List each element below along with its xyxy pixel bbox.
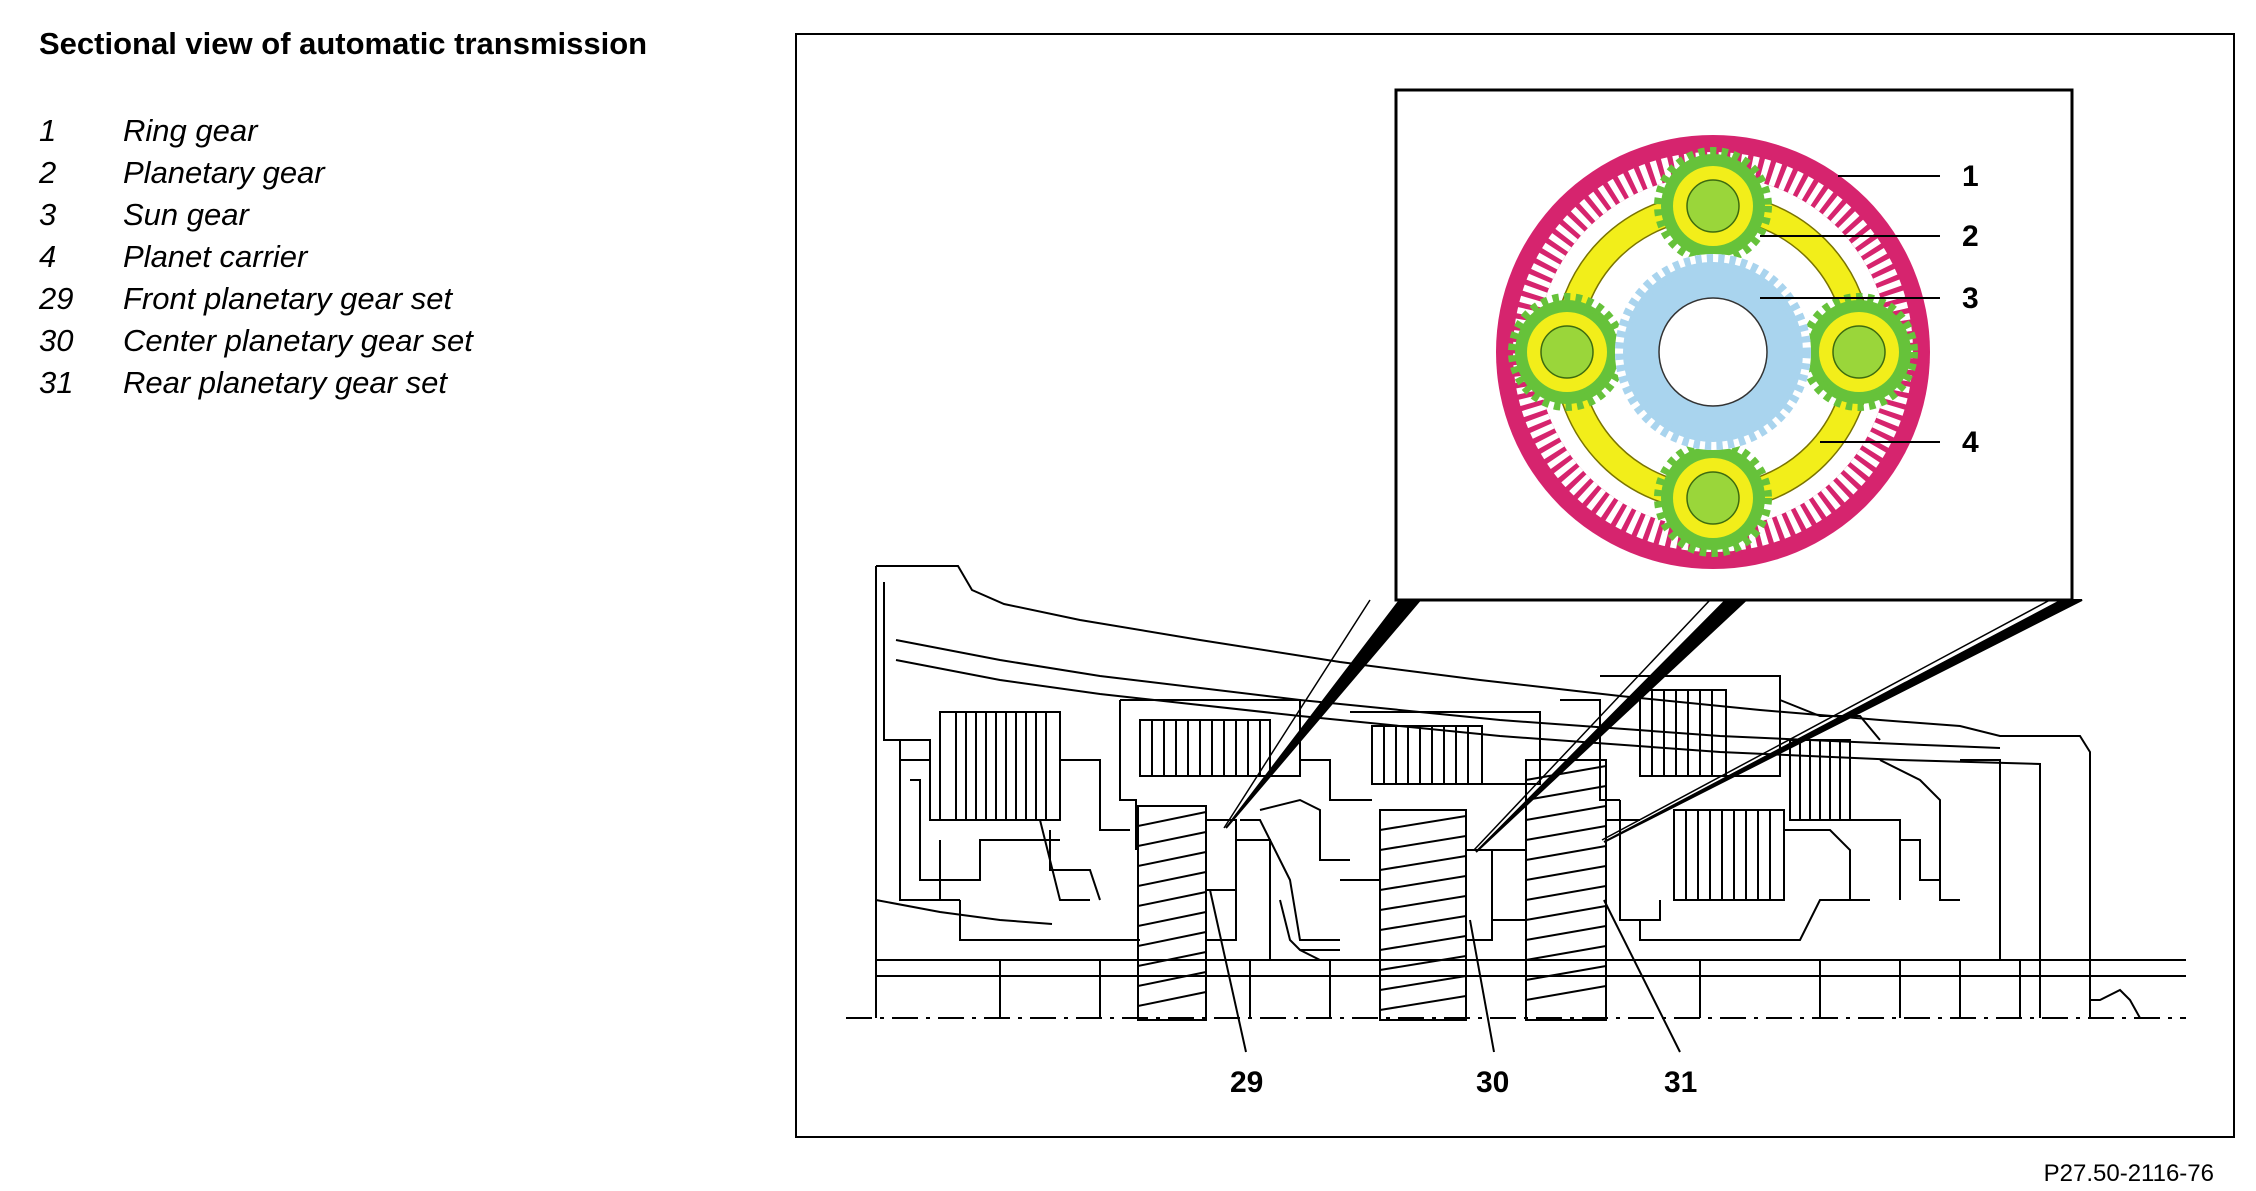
housing-outline <box>876 565 2091 1018</box>
figure-frame <box>795 33 2235 1138</box>
callout-2: 2 <box>1962 220 1979 253</box>
zoom-wedges <box>1225 599 2083 853</box>
callout-30: 30 <box>1476 1066 1509 1099</box>
callout-1: 1 <box>1962 160 1979 193</box>
legend-item: 29 Front planetary gear set <box>39 278 473 320</box>
front-planetary-section <box>1137 805 1237 1021</box>
legend-item: 30 Center planetary gear set <box>39 320 473 362</box>
legend-label: Ring gear <box>123 113 258 148</box>
planetary-gear-bottom <box>1654 439 1772 557</box>
callout-29: 29 <box>1230 1066 1263 1099</box>
legend-number: 30 <box>39 323 74 358</box>
legend-label: Front planetary gear set <box>123 281 453 316</box>
second-clutch-pack <box>1119 699 1301 850</box>
center-planetary-section <box>1379 809 1493 1021</box>
legend-label: Sun gear <box>123 197 249 232</box>
inset-callouts: 1 2 3 4 <box>1962 160 1979 459</box>
page-title: Sectional view of automatic transmission <box>39 26 648 61</box>
legend-label: Rear planetary gear set <box>123 365 447 400</box>
legend-list: 1 Ring gear 2 Planetary gear 3 Sun gear … <box>39 110 473 404</box>
legend-label: Planet carrier <box>123 239 308 274</box>
legend-item: 3 Sun gear <box>39 194 473 236</box>
legend-item: 1 Ring gear <box>39 110 473 152</box>
legend-number: 4 <box>39 239 57 274</box>
legend-item: 31 Rear planetary gear set <box>39 362 473 404</box>
planetary-gear-left <box>1508 293 1626 411</box>
legend-number: 3 <box>39 197 57 232</box>
section-callouts: 29 30 31 <box>1230 1066 1697 1099</box>
third-clutch-pack <box>1240 711 1541 961</box>
callout-4: 4 <box>1962 426 1979 459</box>
rear-planetary-section <box>1491 759 1607 1021</box>
legend-number: 31 <box>39 365 74 400</box>
callout-31: 31 <box>1664 1066 1697 1099</box>
legend-number: 29 <box>39 281 74 316</box>
legend-label: Center planetary gear set <box>123 323 473 358</box>
planetary-gear-right <box>1800 293 1918 411</box>
legend-number: 2 <box>39 155 57 190</box>
sun-gear <box>1615 254 1811 450</box>
planetary-gear-set <box>1496 135 1930 569</box>
legend-item: 4 Planet carrier <box>39 236 473 278</box>
legend-item: 2 Planetary gear <box>39 152 473 194</box>
callout-3: 3 <box>1962 282 1979 315</box>
fourth-clutch-pack <box>1560 675 1881 801</box>
rear-clutch-pack <box>1619 739 2001 960</box>
inset-leaders <box>1760 175 1940 443</box>
section-leaders <box>1209 889 1681 1053</box>
transmission-cross-section <box>846 565 2186 1021</box>
planetary-gear-top <box>1654 147 1772 265</box>
front-clutch-pack <box>899 711 1140 941</box>
reference-code: P27.50-2116-76 <box>2043 1160 2214 1187</box>
legend-label: Planetary gear <box>123 155 325 190</box>
legend-number: 1 <box>39 113 57 148</box>
